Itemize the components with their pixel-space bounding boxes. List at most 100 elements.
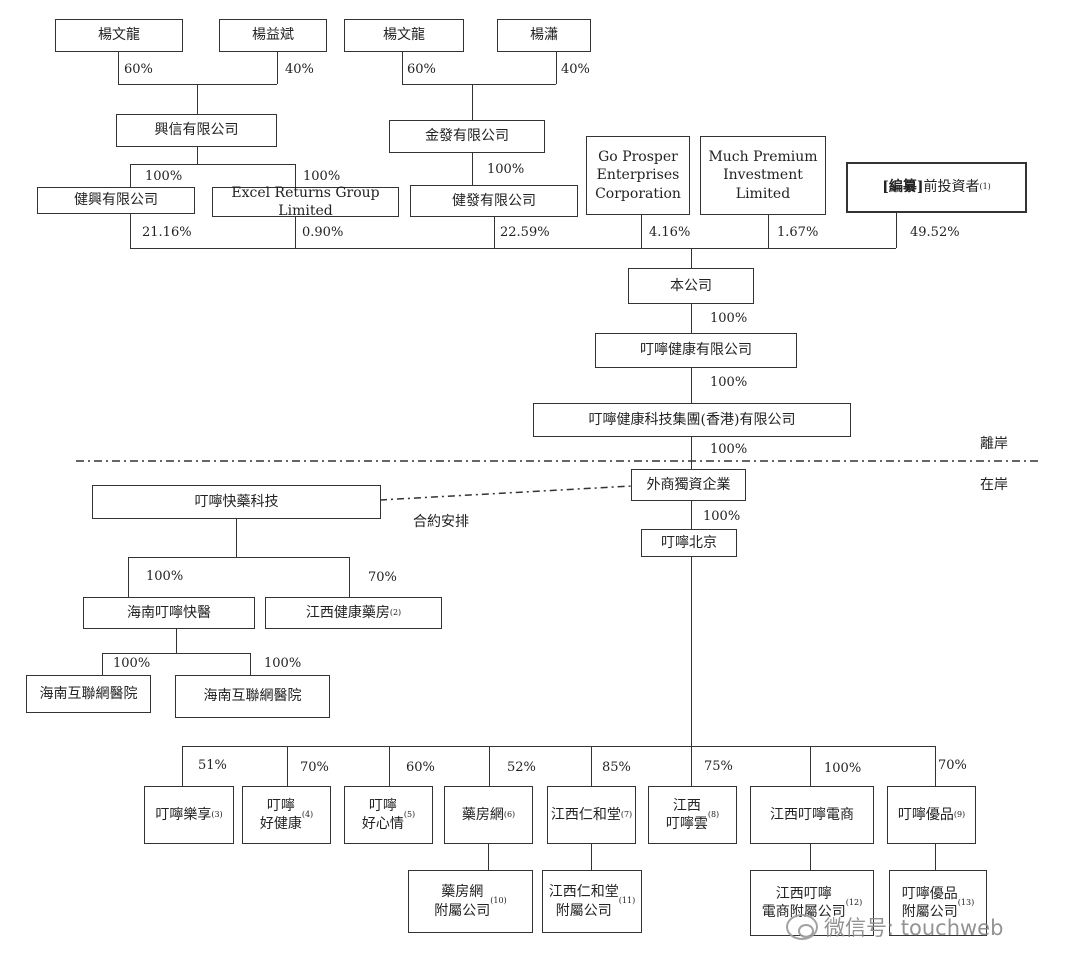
connector-line <box>494 217 495 248</box>
ownership-percent: 40% <box>561 62 590 77</box>
ownership-percent: 22.59% <box>500 225 550 240</box>
entity-label: 江西仁和堂 附屬公司 <box>548 884 619 919</box>
redacted-label: [編纂] <box>882 179 924 196</box>
connector-line <box>102 653 103 675</box>
footnote-marker: (9) <box>953 809 966 819</box>
connector-line <box>277 52 278 84</box>
footnote-marker: (1) <box>979 182 991 192</box>
entity-label: 江西健康藥房 <box>305 604 390 621</box>
entity-dingdang-hk: 叮嚀健康科技集團(香港)有限公司 <box>533 403 851 437</box>
entity-affiliate: 叮嚀優品 附屬公司(13) <box>889 870 987 936</box>
entity-wfoe: 外商獨資企業 <box>631 469 746 501</box>
ownership-percent: 4.16% <box>649 225 691 240</box>
entity-hainan-hospital: 海南互聯網醫院 <box>26 675 151 713</box>
entity-subsidiary: 叮嚀樂享(3) <box>144 786 234 844</box>
entity-excel-returns: Excel Returns Group Limited <box>212 185 399 219</box>
entity-subsidiary: 江西仁和堂(7) <box>547 786 636 844</box>
ownership-percent: 100% <box>264 656 302 671</box>
connector-line <box>935 746 936 786</box>
entity-label: 江西叮嚀 電商附屬公司 <box>761 885 846 920</box>
connector-line <box>810 746 811 786</box>
ownership-percent: 60% <box>407 62 436 77</box>
connector-line <box>402 52 403 84</box>
entity-company: 本公司 <box>628 268 754 304</box>
entity-dingdang-beijing: 叮嚀北京 <box>641 529 737 557</box>
footnote-marker: (11) <box>618 896 636 906</box>
entity-label: 叮嚀樂享 <box>155 806 212 823</box>
watermark: 微信号: touchweb <box>786 912 1003 942</box>
connector-line <box>691 368 692 403</box>
ownership-percent: 100% <box>710 375 748 390</box>
entity-label: 江西叮嚀電商 <box>770 806 854 823</box>
shareholder-yang-xiao: 楊瀟 <box>497 19 591 52</box>
ownership-percent: 100% <box>145 169 183 184</box>
entity-label: 江西仁和堂 <box>550 806 621 823</box>
connector-line <box>768 215 769 248</box>
connector-line <box>691 248 692 268</box>
entity-xingxin: 興信有限公司 <box>116 114 277 147</box>
connector-line <box>489 746 490 786</box>
connector-line <box>472 84 473 121</box>
entity-subsidiary: 藥房網(6) <box>444 786 533 844</box>
connector-line <box>349 557 350 597</box>
shareholder-yang-wenlong-2: 楊文龍 <box>344 19 464 52</box>
connector-line <box>130 248 896 249</box>
offshore-label: 離岸 <box>980 436 1008 452</box>
onshore-label: 在岸 <box>980 477 1008 493</box>
connector-line <box>896 213 897 248</box>
connector-line <box>130 164 131 188</box>
watermark-text: 微信号: touchweb <box>824 916 1004 940</box>
connector-line <box>691 437 692 469</box>
entity-jinfa: 金發有限公司 <box>389 120 545 153</box>
wechat-icon <box>786 914 818 940</box>
entity-label: 叮嚀優品 附屬公司 <box>901 885 958 920</box>
entity-subsidiary: 江西 叮嚀雲(8) <box>648 786 737 844</box>
entity-dingdang-health: 叮嚀健康有限公司 <box>595 333 797 368</box>
entity-jianfa: 健發有限公司 <box>410 185 578 217</box>
ownership-percent: 49.52% <box>910 225 960 240</box>
connector-line <box>182 746 183 786</box>
shareholder-yang-wenlong: 楊文龍 <box>55 19 183 52</box>
footnote-marker: (2) <box>389 607 402 617</box>
shareholder-yang-yibin: 楊益斌 <box>219 19 327 52</box>
offshore-onshore-divider <box>76 460 1040 462</box>
connector-line <box>295 164 296 188</box>
connector-line <box>130 213 131 248</box>
entity-label: 藥房網 附屬公司 <box>434 884 491 919</box>
connector-line <box>128 557 349 558</box>
ownership-percent: 100% <box>710 311 748 326</box>
contract-arrangement-line <box>380 485 632 501</box>
footnote-marker: (3) <box>211 809 223 819</box>
connector-line <box>691 304 692 334</box>
ownership-percent: 100% <box>710 442 748 457</box>
connector-line <box>641 215 642 248</box>
footnote-marker: (8) <box>707 809 720 819</box>
connector-line <box>118 52 119 84</box>
connector-line <box>236 519 237 557</box>
connector-line <box>691 746 692 786</box>
ownership-percent: 100% <box>824 761 862 776</box>
pre-ipo-label: 前投資者 <box>923 179 980 196</box>
ownership-percent: 75% <box>704 759 733 774</box>
connector-line <box>295 217 296 248</box>
entity-jiangxi-pharmacy: 江西健康藥房(2) <box>265 597 442 629</box>
entity-subsidiary: 江西叮嚀電商 <box>750 786 874 844</box>
ownership-percent: 70% <box>300 760 329 775</box>
entity-subsidiary: 叮嚀 好心情(5) <box>344 786 433 844</box>
ownership-percent: 40% <box>285 62 314 77</box>
entity-much-premium: Much Premium Investment Limited <box>700 136 826 215</box>
entity-kuaiyao-tech: 叮嚀快藥科技 <box>92 485 381 519</box>
ownership-percent: 100% <box>113 656 151 671</box>
ownership-percent: 60% <box>124 62 153 77</box>
connector-line <box>556 52 557 84</box>
connector-line <box>287 746 288 786</box>
entity-label: 叮嚀 好心情 <box>361 797 404 832</box>
entity-affiliate: 江西仁和堂 附屬公司(11) <box>542 870 642 933</box>
ownership-percent: 0.90% <box>302 225 344 240</box>
entity-jianxing: 健興有限公司 <box>37 187 195 214</box>
connector-line <box>197 146 198 164</box>
contract-arrangement-label: 合約安排 <box>413 514 469 530</box>
connector-line <box>176 629 177 653</box>
connector-line <box>250 653 251 675</box>
footnote-marker: (5) <box>403 809 416 819</box>
